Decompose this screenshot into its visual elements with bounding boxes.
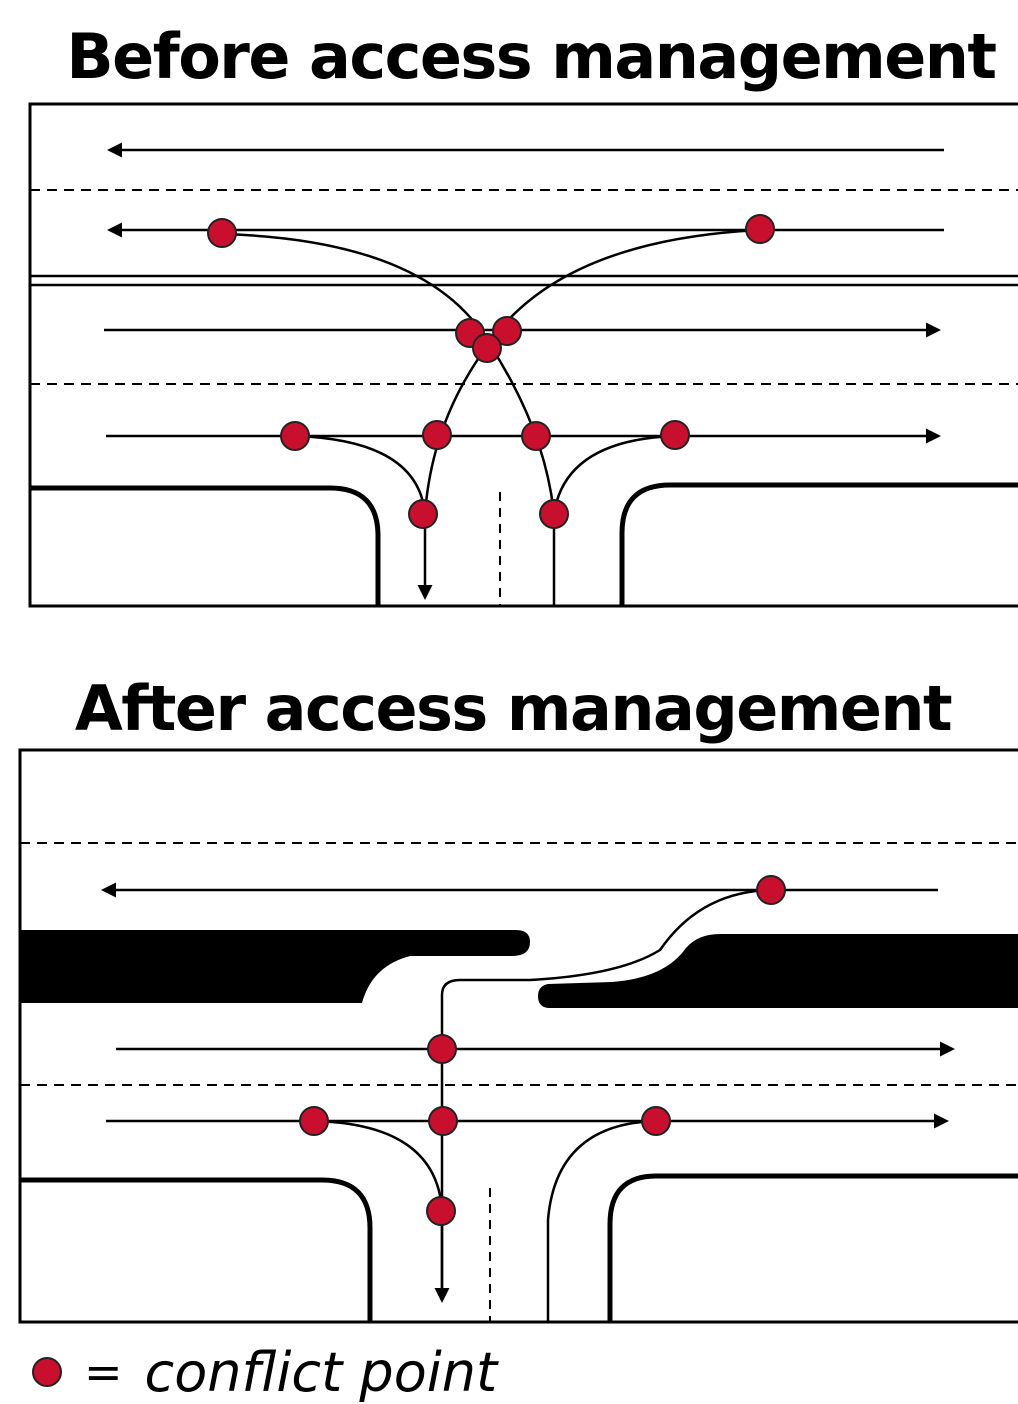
after-panel xyxy=(18,748,1018,1324)
before-curb-left xyxy=(30,485,381,606)
conflict-point xyxy=(660,420,690,450)
before-frame xyxy=(28,102,1018,608)
conflict-point-legend-icon xyxy=(32,1357,62,1387)
conflict-point xyxy=(428,1106,458,1136)
after-curb-left xyxy=(20,1177,373,1322)
before-panel xyxy=(28,102,1018,608)
conflict-point xyxy=(207,218,237,248)
after-curb-right xyxy=(607,1173,1018,1322)
conflict-point xyxy=(280,421,310,451)
conflict-point xyxy=(427,1034,457,1064)
after-right-turn-in-path xyxy=(313,1119,444,1211)
after-median-left xyxy=(20,930,530,1003)
after-panel-title: After access management xyxy=(74,672,953,745)
conflict-point xyxy=(422,420,452,450)
conflict-point xyxy=(492,316,522,346)
before-curb-right xyxy=(619,482,1018,606)
after-frame xyxy=(18,748,1018,1324)
legend: = conflict point xyxy=(32,1340,497,1404)
conflict-point xyxy=(539,499,569,529)
after-conflict-points xyxy=(299,875,786,1226)
before-right-turn-out-path xyxy=(552,434,676,515)
after-left-turn-out-path xyxy=(440,888,771,1300)
before-right-turn-in-path xyxy=(294,434,427,515)
before-left-turn-out-path xyxy=(423,228,761,515)
before-panel-title: Before access management xyxy=(66,20,997,93)
legend-equals: = xyxy=(84,1345,123,1399)
legend-label: conflict point xyxy=(144,1340,498,1404)
conflict-point xyxy=(408,499,438,529)
before-conflict-points xyxy=(207,214,775,529)
conflict-point xyxy=(426,1196,456,1226)
conflict-point xyxy=(472,333,502,363)
conflict-point xyxy=(745,214,775,244)
conflict-point xyxy=(641,1106,671,1136)
conflict-point xyxy=(521,421,551,451)
conflict-point xyxy=(299,1106,329,1136)
after-median-right xyxy=(538,934,1018,1008)
after-right-turn-out-path xyxy=(546,1119,657,1322)
conflict-point xyxy=(756,875,786,905)
